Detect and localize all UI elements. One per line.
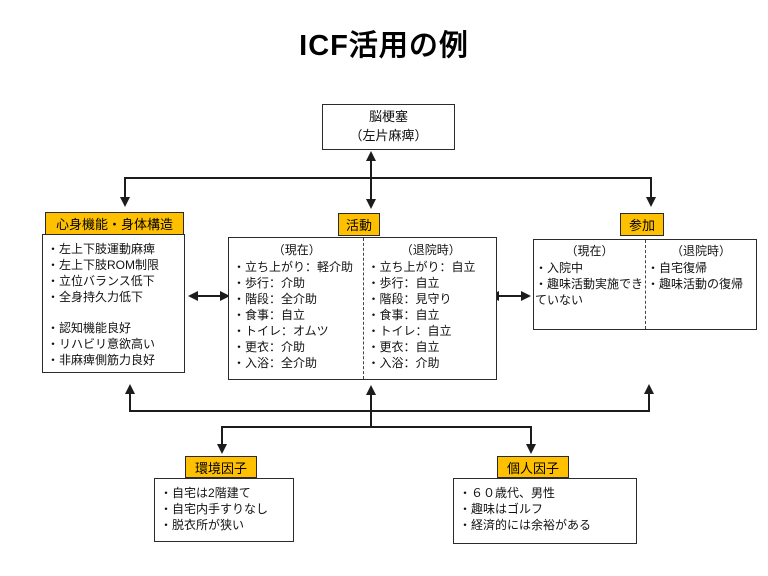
list-item: 入浴：全介助 [233, 355, 361, 371]
page-title: ICF活用の例 [299, 30, 469, 62]
list-item: 入浴：介助 [368, 355, 495, 371]
health-condition-line2: （左片麻痺） [349, 128, 428, 143]
list-item: トイレ：オムツ [233, 323, 361, 339]
activity-current-column: （現在） 立ち上がり：軽介助 歩行：介助 階段：全介助 食事：自立 トイレ：オム… [229, 238, 363, 379]
list-item: 趣味はゴルフ [459, 501, 634, 517]
list-item: 非麻痺側筋力良好 [47, 352, 181, 368]
tag-body-function: 心身機能・身体構造 [45, 212, 184, 235]
list-item: 歩行：自立 [368, 275, 495, 291]
list-item: 自宅復帰 [647, 260, 755, 276]
list-item: 趣味活動実施できていない [535, 276, 644, 308]
column-header: （現在） [272, 243, 321, 257]
environment-box: 自宅は2階建て 自宅内手すりなし 脱衣所が狭い [154, 478, 294, 542]
list-item: 認知機能良好 [47, 320, 181, 336]
body-function-list: 左上下肢運動麻痺 左上下肢ROM制限 立位バランス低下 全身持久力低下 認知機能… [47, 241, 181, 369]
list-item: ６０歳代、男性 [459, 485, 634, 501]
participation-discharge-column: （退院時） 自宅復帰 趣味活動の復帰 [645, 240, 756, 329]
list-item: 左上下肢ROM制限 [47, 257, 181, 273]
column-header: （現在） [565, 244, 614, 258]
list-item: 趣味活動の復帰 [647, 276, 755, 292]
list-item: 階段：見守り [368, 291, 495, 307]
list-item: 立ち上がり：自立 [368, 259, 495, 275]
environment-list: 自宅は2階建て 自宅内手すりなし 脱衣所が狭い [160, 485, 291, 533]
list-item: 脱衣所が狭い [160, 517, 291, 533]
list-item: 歩行：介助 [233, 275, 361, 291]
list-item: 立位バランス低下 [47, 273, 181, 289]
list-item: 更衣：介助 [233, 339, 361, 355]
list-item: 食事：自立 [368, 307, 495, 323]
activity-discharge-column: （退院時） 立ち上がり：自立 歩行：自立 階段：見守り 食事：自立 トイレ：自立… [362, 238, 497, 379]
list-item: トイレ：自立 [368, 323, 495, 339]
health-condition-line1: 脳梗塞 [368, 109, 408, 125]
participation-box: （現在） 入院中 趣味活動実施できていない （退院時） 自宅復帰 趣味活動の復帰 [533, 239, 757, 330]
activity-current-list: 立ち上がり：軽介助 歩行：介助 階段：全介助 食事：自立 トイレ：オムツ 更衣：… [233, 259, 361, 372]
list-item: 自宅は2階建て [160, 485, 291, 501]
tag-personal: 個人因子 [497, 456, 569, 478]
personal-box: ６０歳代、男性 趣味はゴルフ 経済的には余裕がある [453, 478, 637, 544]
participation-current-column: （現在） 入院中 趣味活動実施できていない [534, 240, 645, 329]
personal-list: ６０歳代、男性 趣味はゴルフ 経済的には余裕がある [459, 485, 634, 533]
tag-participation: 参加 [620, 213, 664, 236]
list-item: 食事：自立 [233, 307, 361, 323]
list-item: 更衣：自立 [368, 339, 495, 355]
activity-discharge-list: 立ち上がり：自立 歩行：自立 階段：見守り 食事：自立 トイレ：自立 更衣：自立… [368, 259, 495, 372]
participation-current-list: 入院中 趣味活動実施できていない [535, 260, 644, 308]
list-item: 左上下肢運動麻痺 [47, 241, 181, 257]
list-item: 経済的には余裕がある [459, 517, 634, 533]
list-item: 自宅内手すりなし [160, 501, 291, 517]
column-header: （退院時） [670, 244, 731, 258]
tag-environment: 環境因子 [185, 456, 257, 478]
column-header: （退院時） [400, 243, 461, 257]
list-item: 立ち上がり：軽介助 [233, 259, 361, 275]
list-item: 入院中 [535, 260, 644, 276]
activity-box: （現在） 立ち上がり：軽介助 歩行：介助 階段：全介助 食事：自立 トイレ：オム… [228, 237, 497, 380]
body-function-box: 左上下肢運動麻痺 左上下肢ROM制限 立位バランス低下 全身持久力低下 認知機能… [42, 234, 185, 373]
tag-activity: 活動 [338, 213, 380, 236]
list-item: リハビリ意欲高い [47, 336, 181, 352]
list-item: 階段：全介助 [233, 291, 361, 307]
health-condition-box: 脳梗塞 （左片麻痺） [322, 104, 455, 150]
list-item: 全身持久力低下 [47, 289, 181, 305]
participation-discharge-list: 自宅復帰 趣味活動の復帰 [647, 260, 755, 292]
